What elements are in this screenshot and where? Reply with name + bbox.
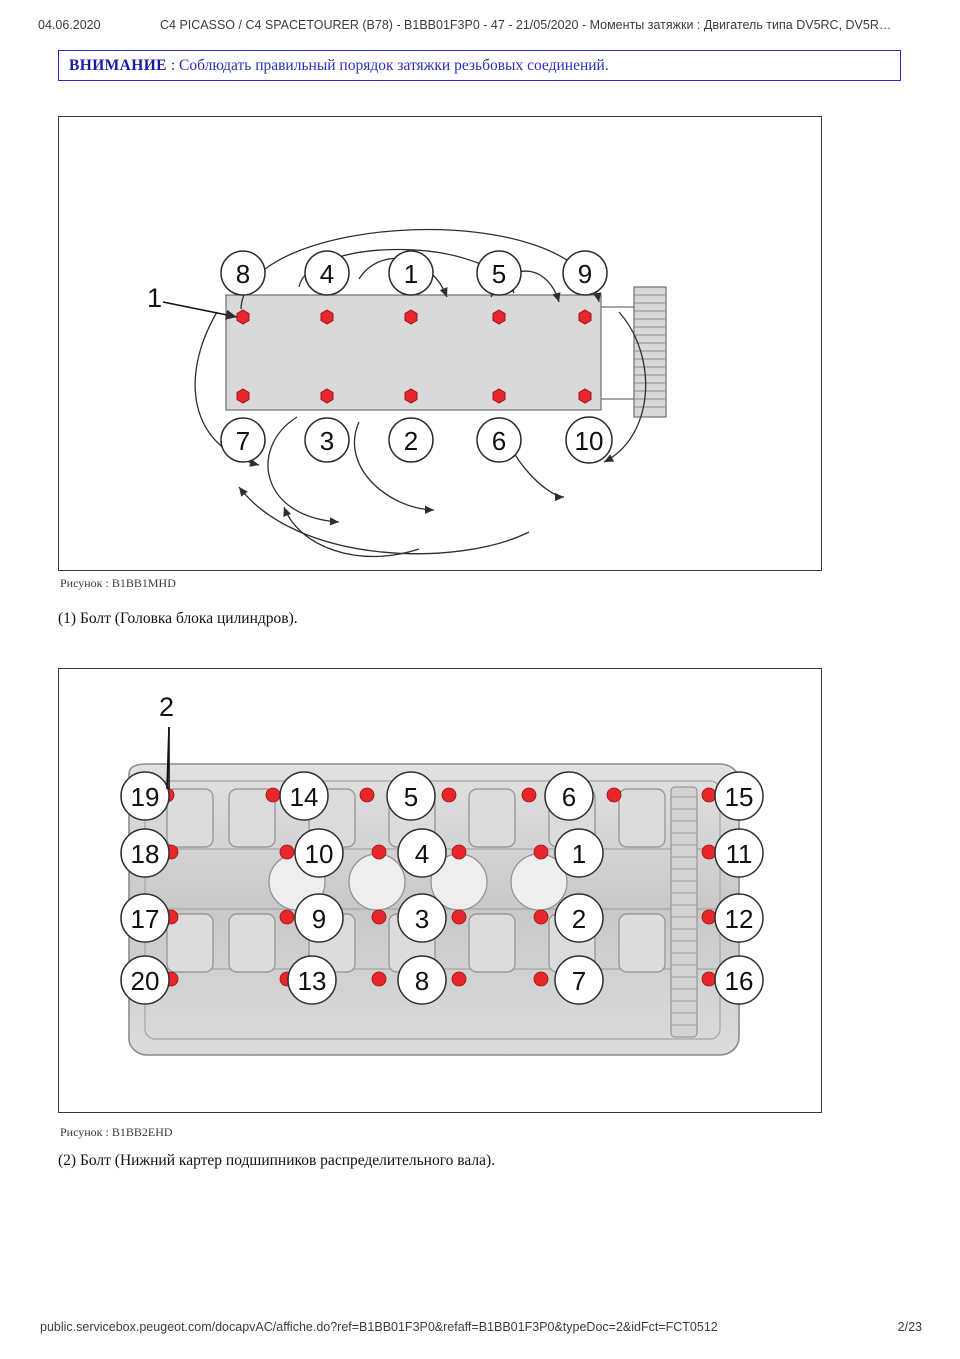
svg-text:4: 4 [320,259,334,289]
figure-2-legend: (2) Болт (Нижний картер подшипников расп… [58,1152,496,1169]
figure-2-caption: Рисунок : B1BB2EHD [60,1125,173,1139]
svg-text:5: 5 [492,259,506,289]
svg-text:1: 1 [404,259,418,289]
svg-text:8: 8 [236,259,250,289]
svg-text:9: 9 [578,259,592,289]
svg-text:6: 6 [492,426,506,456]
svg-text:17: 17 [131,904,160,934]
footer-url: public.servicebox.peugeot.com/docapvAC/a… [40,1320,718,1334]
figure-camshaft-bearing-bolts: 19 14 5 6 15 18 10 4 1 11 17 9 3 2 12 20 [58,668,822,1113]
svg-text:5: 5 [404,782,418,812]
svg-text:18: 18 [131,839,160,869]
svg-text:8: 8 [415,966,429,996]
figure-cylinder-head-bolts: 8 4 1 5 9 7 3 2 [58,116,822,571]
svg-text:12: 12 [725,904,754,934]
warning-text: ВНИМАНИЕ : Соблюдать правильный порядок … [69,57,609,75]
svg-text:1: 1 [147,283,162,313]
warning-box: ВНИМАНИЕ : Соблюдать правильный порядок … [58,50,901,81]
svg-text:2: 2 [159,692,174,722]
warning-body: : Соблюдать правильный порядок затяжки р… [166,57,609,74]
svg-text:16: 16 [725,966,754,996]
figure-1-graphic: 8 4 1 5 9 7 3 2 [59,117,821,570]
svg-text:10: 10 [575,426,604,456]
svg-text:15: 15 [725,782,754,812]
svg-text:14: 14 [290,782,319,812]
figure-1-legend: (1) Болт (Головка блока цилиндров). [58,610,298,627]
svg-text:19: 19 [131,782,160,812]
warning-label: ВНИМАНИЕ [69,57,167,74]
svg-text:4: 4 [415,839,429,869]
svg-text:2: 2 [572,904,586,934]
svg-text:13: 13 [298,966,327,996]
svg-text:20: 20 [131,966,160,996]
svg-text:9: 9 [312,904,326,934]
figure-1-caption: Рисунок : B1BB1MHD [60,576,176,590]
svg-text:7: 7 [236,426,250,456]
svg-text:3: 3 [320,426,334,456]
svg-text:2: 2 [404,426,418,456]
footer-page-number: 2/23 [897,1320,922,1334]
svg-text:6: 6 [562,782,576,812]
document-header: 04.06.2020 C4 PICASSO / C4 SPACETOURER (… [0,18,960,36]
header-title: C4 PICASSO / C4 SPACETOURER (B78) - B1BB… [160,18,892,32]
svg-text:11: 11 [726,839,753,869]
svg-text:3: 3 [415,904,429,934]
svg-text:7: 7 [572,966,586,996]
figure-2-graphic: 19 14 5 6 15 18 10 4 1 11 17 9 3 2 12 20 [59,669,821,1112]
svg-text:1: 1 [572,839,586,869]
svg-text:10: 10 [305,839,334,869]
header-date: 04.06.2020 [38,18,101,32]
